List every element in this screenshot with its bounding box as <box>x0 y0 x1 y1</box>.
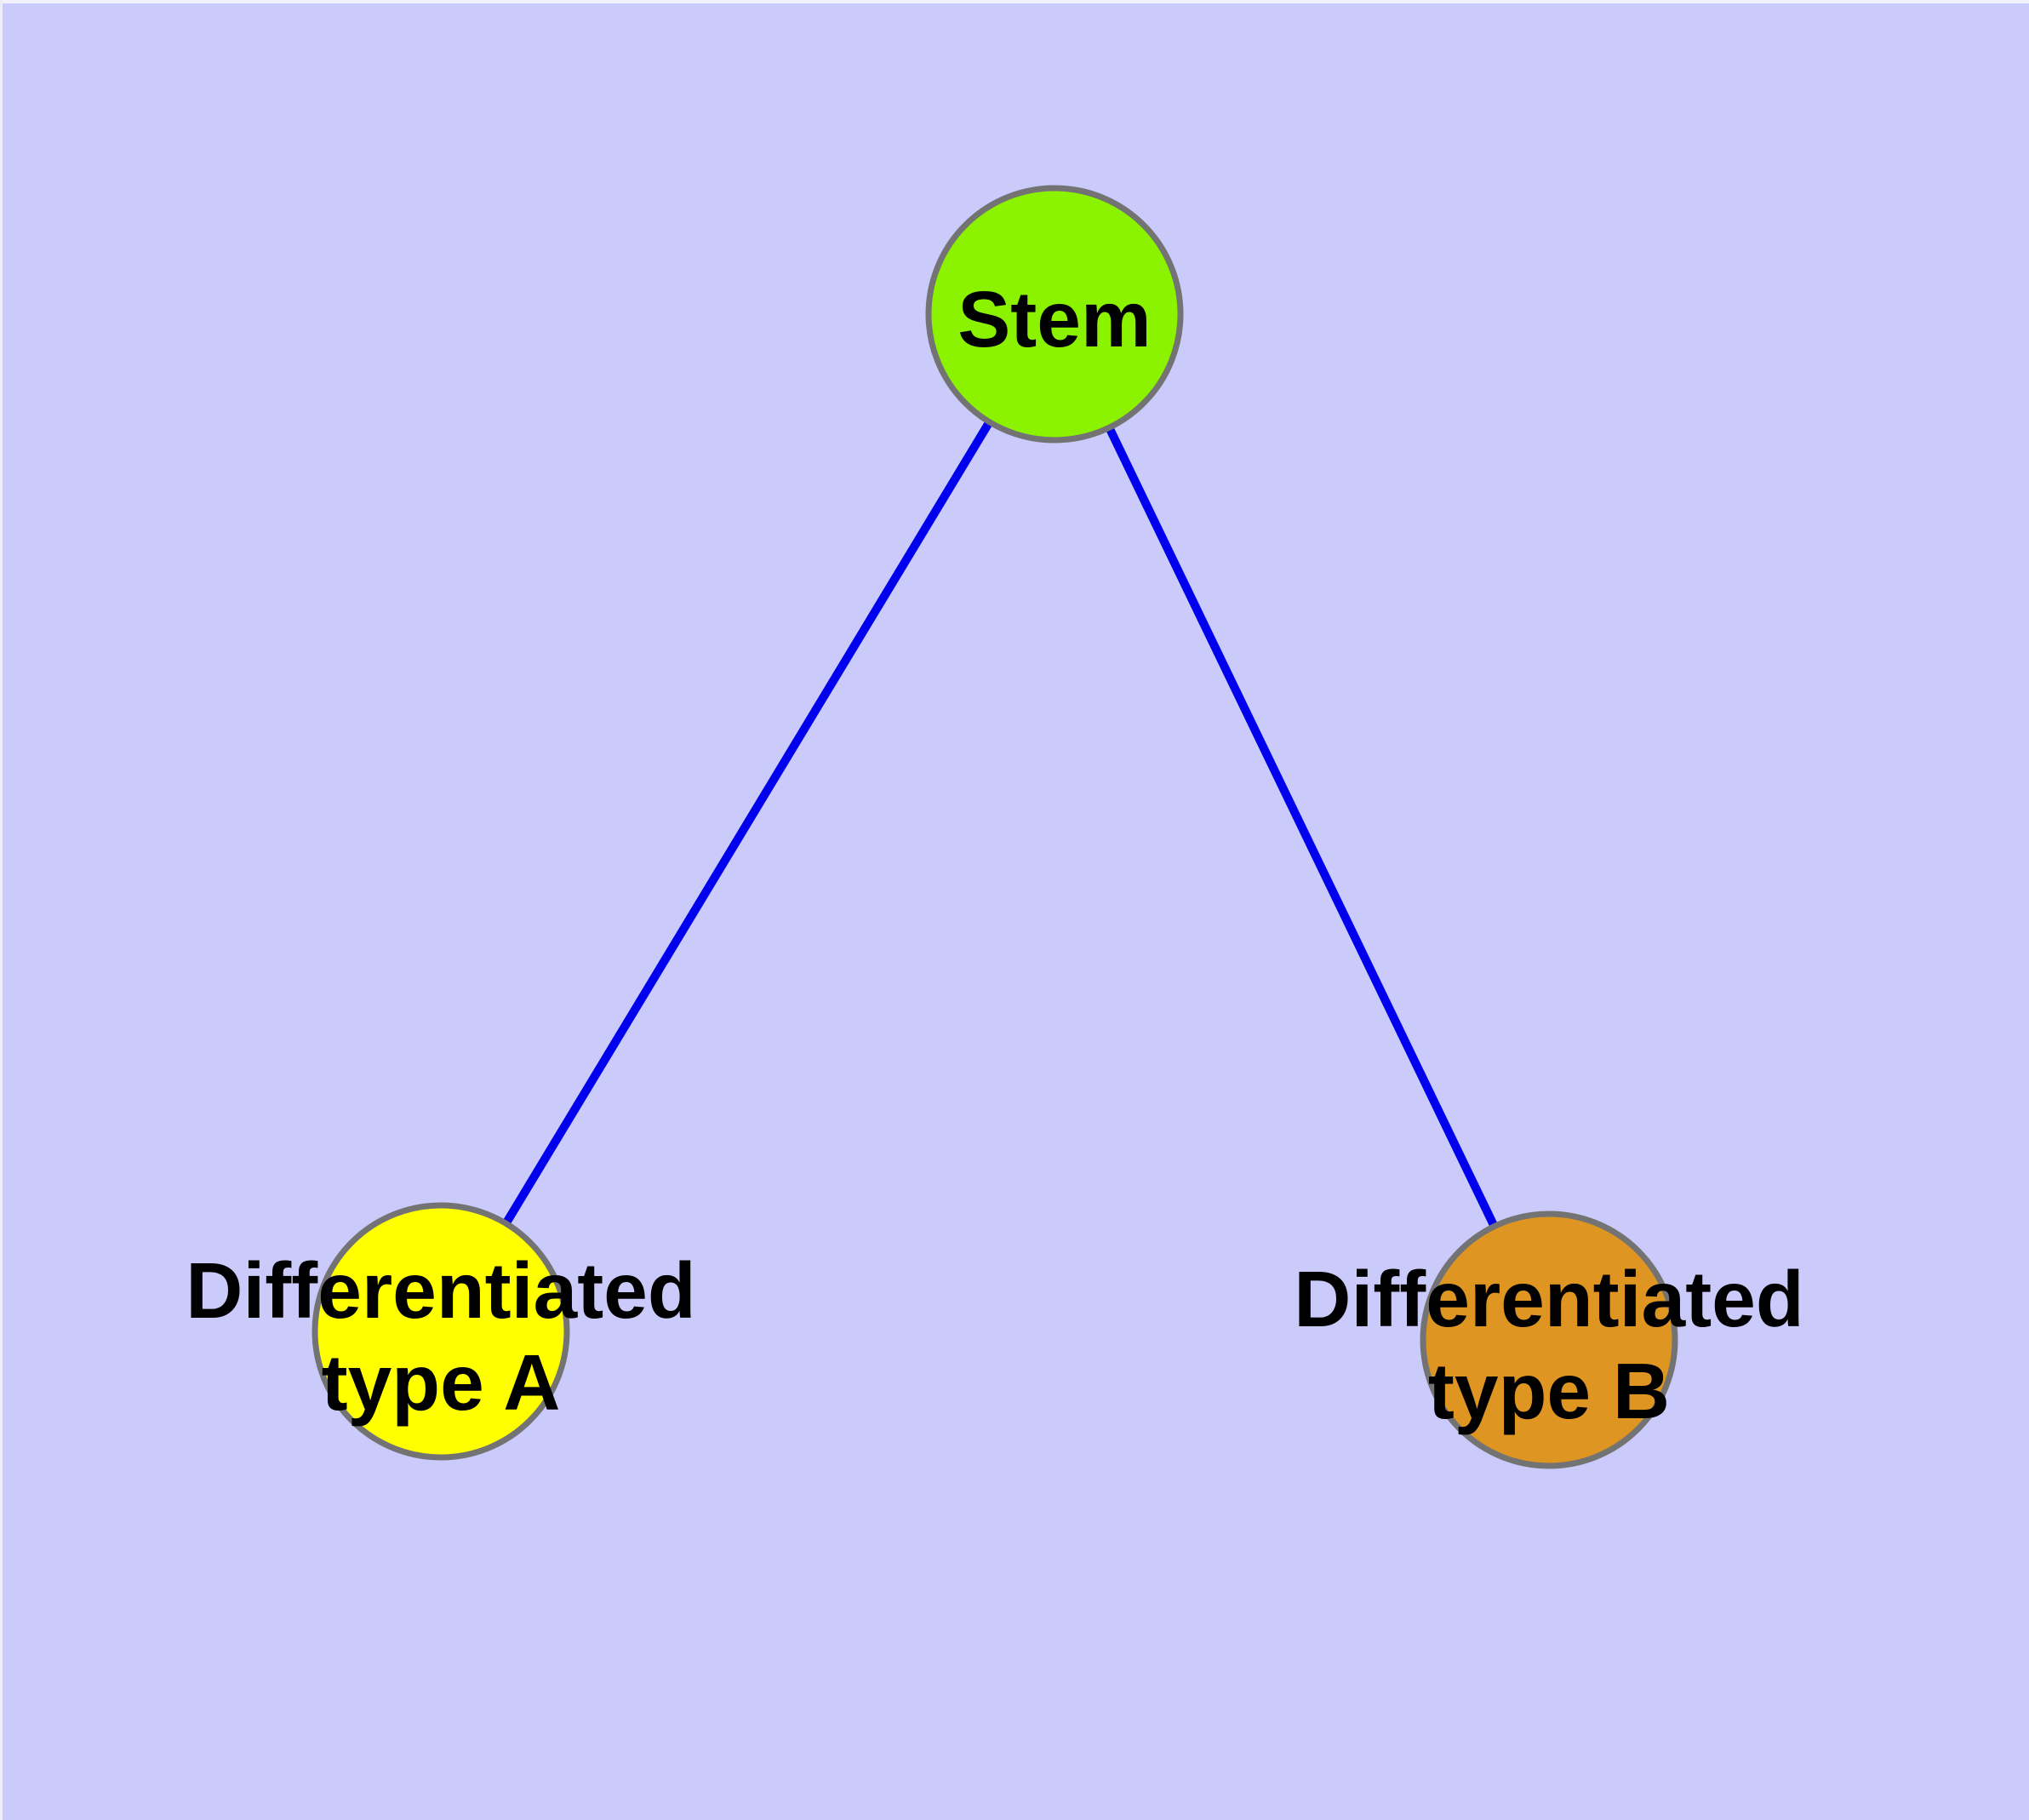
canvas-top-margin <box>0 0 2029 3</box>
edges-layer <box>437 312 1553 1342</box>
canvas-left-margin <box>0 0 3 1820</box>
node-circle-stem <box>925 185 1184 444</box>
node-label-line: type B <box>1428 1347 1670 1435</box>
node-circle-differentiated-type-b <box>1420 1210 1678 1469</box>
node-label-line: Differentiated <box>1294 1255 1803 1343</box>
node-label-line: type A <box>322 1338 561 1427</box>
edge-stem-differentiated-type-a <box>437 312 1059 1334</box>
node-circle-differentiated-type-a <box>311 1202 570 1461</box>
node-label-line: Differentiated <box>186 1246 695 1335</box>
edge-stem-differentiated-type-b <box>1050 312 1553 1342</box>
node-label-line: Stem <box>957 275 1151 363</box>
node-stem: Stem <box>925 185 1184 444</box>
